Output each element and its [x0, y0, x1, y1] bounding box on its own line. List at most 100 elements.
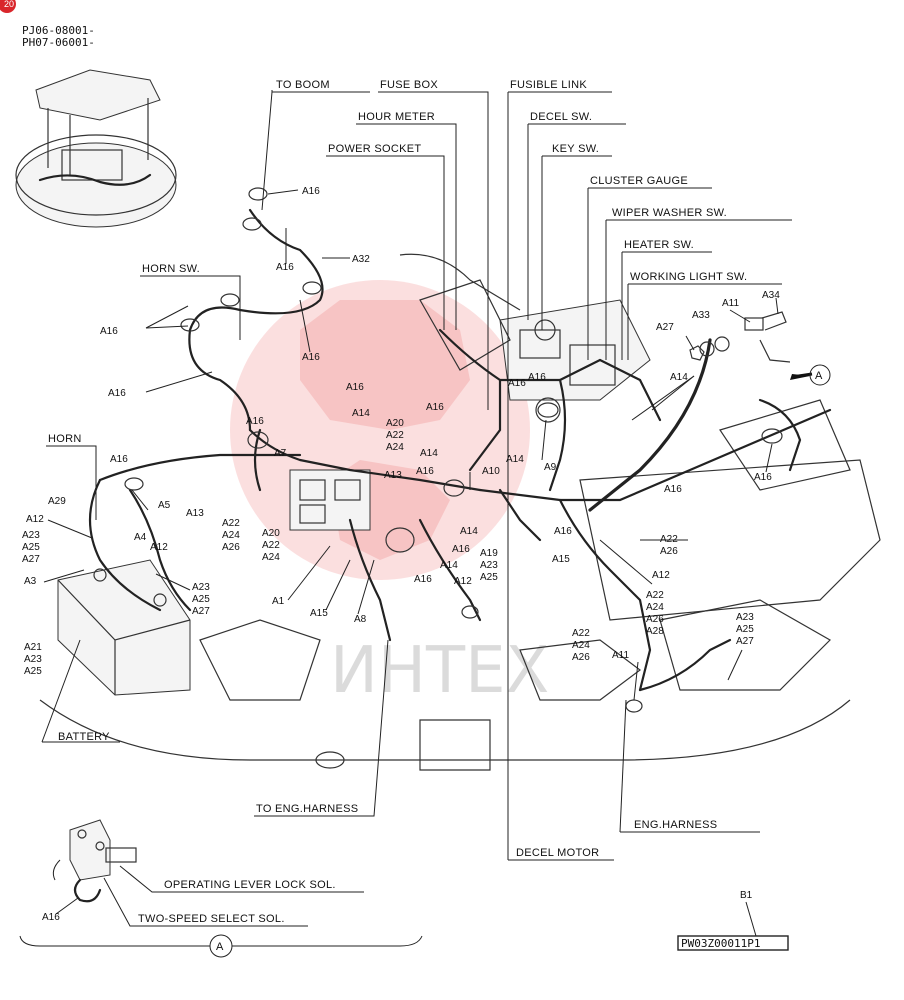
label-to-boom: TO BOOM	[276, 79, 330, 91]
callout-a20: A20	[262, 528, 280, 539]
callout-a25: A25	[192, 594, 210, 605]
callout-a14: A14	[460, 526, 478, 537]
callout-a5: A5	[158, 500, 171, 511]
detail-marker-top: A	[815, 370, 823, 382]
callout-a23: A23	[22, 530, 40, 541]
label-fusible-link: FUSIBLE LINK	[510, 79, 587, 91]
callout-a8: A8	[354, 614, 367, 625]
callout-a16: A16	[302, 352, 320, 363]
callout-a16: A16	[100, 326, 118, 337]
callout-a26: A26	[660, 546, 678, 557]
callout-a27: A27	[192, 606, 210, 617]
label-horn: HORN	[48, 433, 82, 445]
callout-a25: A25	[22, 542, 40, 553]
callout-a16: A16	[528, 372, 546, 383]
callout-a22: A22	[646, 590, 664, 601]
serial-range-line1: PJ06-08001-	[22, 24, 95, 37]
callout-a23: A23	[736, 612, 754, 623]
callout-a24: A24	[262, 552, 280, 563]
label-heater-sw: HEATER SW.	[624, 239, 694, 251]
label-battery: BATTERY	[58, 731, 110, 743]
callout-a12: A12	[26, 514, 44, 525]
callout-a4: A4	[134, 532, 147, 543]
callout-a25: A25	[480, 572, 498, 583]
callout-a22: A22	[660, 534, 678, 545]
callout-a22: A22	[572, 628, 590, 639]
detail-a-solenoid-block	[19, 819, 423, 958]
callout-a14: A14	[352, 408, 370, 419]
small-fasteners	[689, 311, 791, 363]
label-eng-harness: ENG.HARNESS	[634, 819, 717, 831]
callout-a14: A14	[670, 372, 688, 383]
label-fuse-box: FUSE BOX	[380, 79, 438, 91]
corner-badge: 20	[0, 0, 16, 13]
callout-a1: A1	[272, 596, 285, 607]
component-labels: TO BOOM FUSE BOX FUSIBLE LINK HOUR METER…	[48, 79, 747, 859]
callout-a19: A19	[480, 548, 498, 559]
callout-a23: A23	[480, 560, 498, 571]
callout-a23: A23	[24, 654, 42, 665]
callout-a26: A26	[222, 542, 240, 553]
callout-a16: A16	[110, 454, 128, 465]
callout-a22: A22	[222, 518, 240, 529]
label-to-eng-harness: TO ENG.HARNESS	[256, 803, 358, 815]
frame-outline	[39, 399, 881, 771]
callout-a16: A16	[414, 574, 432, 585]
callout-a25: A25	[24, 666, 42, 677]
callout-a7: A7	[274, 448, 287, 459]
control-panel	[399, 253, 651, 423]
callout-a16: A16	[346, 382, 364, 393]
callout-a34: A34	[762, 290, 780, 301]
callout-a3: A3	[24, 576, 37, 587]
callout-a13: A13	[384, 470, 402, 481]
callout-a20: A20	[386, 418, 404, 429]
callout-a15: A15	[552, 554, 570, 565]
label-power-socket: POWER SOCKET	[328, 143, 421, 155]
callout-a25: A25	[736, 624, 754, 635]
main-harness	[88, 208, 832, 692]
callout-a33: A33	[692, 310, 710, 321]
corner-badge-text: 20	[4, 0, 14, 9]
callout-a12: A12	[454, 576, 472, 587]
callout-a26: A26	[572, 652, 590, 663]
callout-a22: A22	[386, 430, 404, 441]
callout-a16: A16	[754, 472, 772, 483]
callout-a24: A24	[572, 640, 590, 651]
callout-a16: A16	[416, 466, 434, 477]
callout-numbers: A16 A16 A32 A16 A16 A16 A16 A14 A20 A22 …	[22, 186, 780, 677]
callout-a26: A26	[646, 614, 664, 625]
callout-a32: A32	[352, 254, 370, 265]
label-working-light-sw: WORKING LIGHT SW.	[630, 271, 747, 283]
callout-a16: A16	[108, 388, 126, 399]
label-wiper-washer-sw: WIPER WASHER SW.	[612, 207, 727, 219]
callout-a11: A11	[612, 650, 629, 661]
label-decel-sw: DECEL SW.	[530, 111, 592, 123]
callout-a11: A11	[722, 298, 739, 309]
callout-a22: A22	[262, 540, 280, 551]
callout-a10: A10	[482, 466, 500, 477]
drawing-ref: B1	[740, 890, 753, 901]
callout-a12: A12	[652, 570, 670, 581]
detail-marker-bottom: A	[216, 941, 224, 953]
callout-a16: A16	[276, 262, 294, 273]
serial-range-line2: PH07-06001-	[22, 36, 95, 49]
callout-a16: A16	[508, 378, 526, 389]
label-two-speed-select-sol: TWO-SPEED SELECT SOL.	[138, 913, 285, 925]
callout-a24: A24	[386, 442, 404, 453]
callout-a27: A27	[656, 322, 674, 333]
callout-a16: A16	[426, 402, 444, 413]
callout-a14: A14	[440, 560, 458, 571]
machine-thumbnail	[15, 69, 177, 228]
battery	[57, 559, 191, 696]
label-cluster-gauge: CLUSTER GAUGE	[590, 175, 688, 187]
callout-a14: A14	[506, 454, 524, 465]
label-horn-sw: HORN SW.	[142, 263, 200, 275]
callout-a16: A16	[42, 912, 60, 923]
callout-a28: A28	[646, 626, 664, 637]
callout-a29: A29	[48, 496, 66, 507]
label-hour-meter: HOUR METER	[358, 111, 435, 123]
callout-a13: A13	[186, 508, 204, 519]
detail-arrow: A	[790, 364, 831, 386]
callout-a16: A16	[664, 484, 682, 495]
